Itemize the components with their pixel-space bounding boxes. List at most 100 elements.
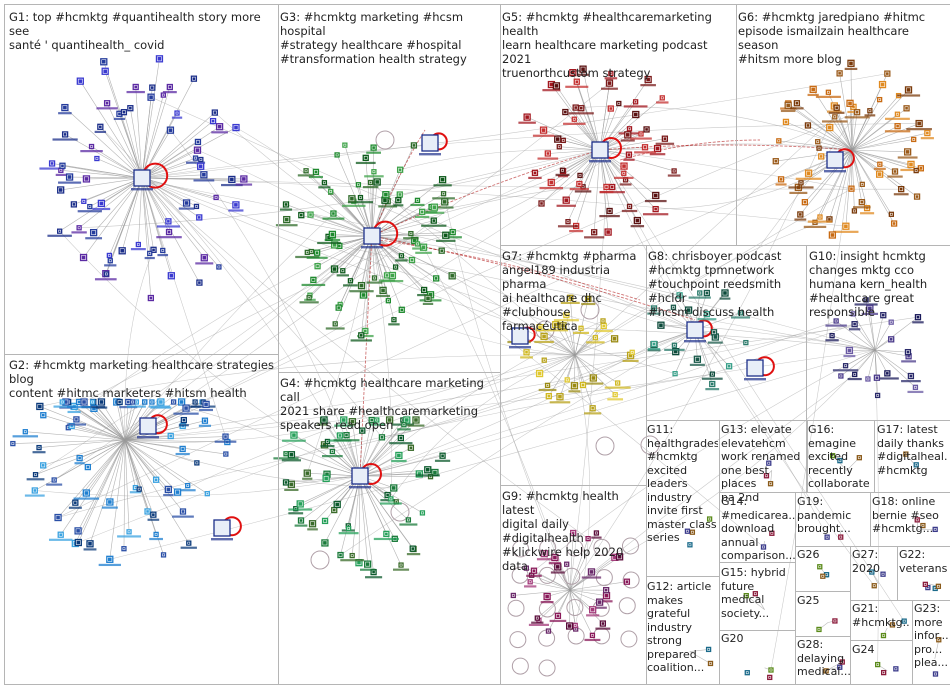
node-caption <box>373 537 399 541</box>
node-caption <box>324 238 341 242</box>
node-fill <box>602 324 606 328</box>
node-caption <box>179 489 196 492</box>
node-caption <box>875 377 899 380</box>
edge <box>569 589 600 603</box>
node-caption <box>536 558 552 561</box>
node-fill <box>784 120 788 124</box>
node-caption <box>848 328 861 331</box>
node-fill <box>855 110 859 114</box>
node-caption <box>393 204 404 207</box>
node-caption <box>366 151 381 154</box>
edge <box>804 149 853 203</box>
node-fill <box>689 543 691 546</box>
node-fill <box>162 554 165 556</box>
edge <box>141 58 160 179</box>
node-fill <box>198 281 201 284</box>
edge <box>851 149 880 165</box>
edge <box>371 145 415 237</box>
node-fill <box>399 436 403 440</box>
node-caption <box>77 210 102 213</box>
highlight-edge <box>379 239 641 301</box>
node-fill <box>234 125 238 130</box>
hub-caption <box>419 153 441 156</box>
cluster-border-g26 <box>795 546 851 592</box>
node-fill <box>375 180 379 184</box>
edge <box>57 439 126 518</box>
node-fill <box>602 320 604 322</box>
node-fill <box>654 207 657 211</box>
node-caption <box>94 130 107 134</box>
node-caption <box>273 457 299 460</box>
node-caption <box>279 208 293 211</box>
edge <box>851 132 928 151</box>
node-fill <box>316 264 319 268</box>
node-fill <box>745 341 747 344</box>
node-fill <box>723 291 727 295</box>
edge <box>124 439 169 490</box>
edge <box>301 214 373 237</box>
edge <box>544 354 576 361</box>
edge <box>569 589 576 626</box>
node-caption <box>336 274 349 277</box>
edge <box>548 589 571 632</box>
node-fill <box>624 179 627 181</box>
node-caption <box>74 462 85 465</box>
node-caption <box>214 440 237 443</box>
node-fill <box>653 193 658 198</box>
node-fill <box>148 252 151 255</box>
node-caption <box>403 237 419 240</box>
edge <box>141 177 200 218</box>
hub-caption <box>349 486 371 489</box>
node-caption <box>410 203 425 207</box>
node-fill <box>610 72 612 75</box>
edge <box>307 472 361 477</box>
node-fill <box>83 200 85 203</box>
node-fill <box>92 406 96 411</box>
node-caption <box>318 186 331 189</box>
node-caption <box>24 494 45 497</box>
node-fill <box>581 67 585 71</box>
node-fill <box>916 315 920 319</box>
node-caption <box>887 175 903 178</box>
node-caption <box>306 256 328 259</box>
node-fill <box>152 248 155 252</box>
edge <box>119 401 126 441</box>
node-fill <box>580 106 583 110</box>
edge <box>582 69 601 151</box>
inter-cluster-edge <box>599 149 875 586</box>
node-fill <box>369 181 372 184</box>
node-fill <box>432 219 436 222</box>
node-fill <box>105 273 108 275</box>
node-fill <box>184 406 188 410</box>
node-fill <box>451 230 455 234</box>
edge <box>569 589 593 610</box>
node-fill <box>391 486 396 490</box>
node-caption <box>621 209 638 213</box>
node-fill <box>547 394 551 398</box>
edge <box>359 419 404 477</box>
node-caption <box>667 174 681 177</box>
node-fill <box>176 112 178 114</box>
node-caption <box>282 439 306 442</box>
edge <box>547 149 601 154</box>
node-fill <box>242 177 246 181</box>
node-fill <box>799 213 802 216</box>
node-caption <box>163 493 174 497</box>
edge <box>60 177 143 191</box>
node-caption <box>95 406 108 409</box>
node-fill <box>217 124 222 129</box>
node-fill <box>549 180 554 185</box>
edge <box>359 475 396 539</box>
node-fill <box>400 308 404 312</box>
inter-cluster-edge <box>694 112 858 331</box>
self-loop-gray <box>509 631 527 649</box>
node-fill <box>58 188 63 192</box>
edge <box>832 149 853 236</box>
node-fill <box>99 400 104 404</box>
node-fill <box>906 350 910 354</box>
node-fill <box>324 476 328 481</box>
inter-cluster-edge <box>141 177 589 539</box>
node-caption <box>53 405 71 408</box>
node-fill <box>876 663 879 666</box>
node-fill <box>848 101 852 106</box>
